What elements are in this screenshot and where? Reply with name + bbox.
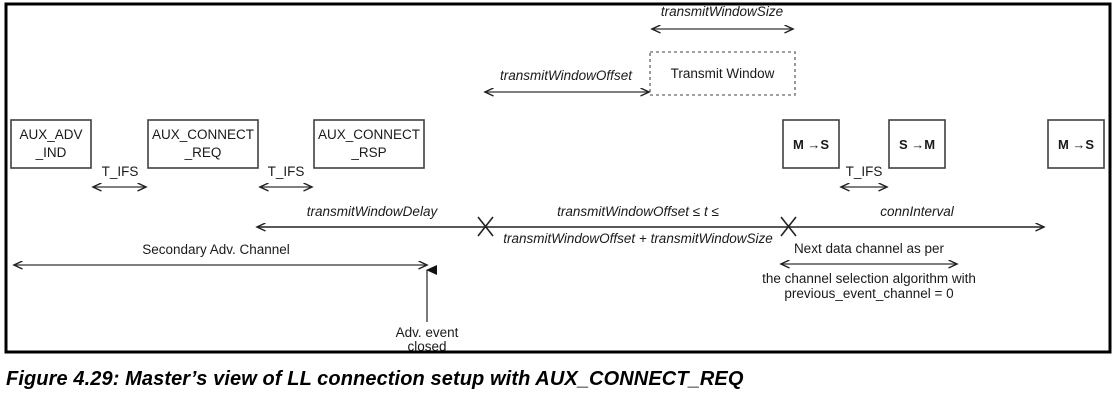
transmit-window-label: Transmit Window (671, 66, 775, 81)
window-range-label-line2: transmitWindowOffset + transmitWindowSiz… (503, 231, 772, 246)
packet-slave-to-master: S →M (888, 119, 946, 169)
transmit-window-size-label: transmitWindowSize (661, 4, 783, 19)
adv-event-closed-line2: closed (407, 339, 446, 354)
next-channel-line1: Next data channel as per (794, 241, 945, 256)
figure-frame (4, 2, 1112, 354)
t-ifs-measure-2: T_IFS (260, 164, 312, 187)
conn-interval-label: connInterval (880, 204, 955, 219)
secondary-adv-channel-measure: Secondary Adv. Channel (14, 242, 427, 265)
t-ifs-measure-1: T_IFS (93, 164, 146, 187)
packet-label-line1: AUX_CONNECT (152, 127, 254, 142)
packet-box (1047, 119, 1105, 169)
t-ifs-measure-3: T_IFS (841, 164, 887, 187)
next-channel-line3: previous_event_channel = 0 (784, 286, 953, 301)
packet-box (782, 119, 840, 169)
packet-label-line2: _RSP (350, 145, 386, 160)
transmit-window-box (649, 51, 796, 96)
packet-box (888, 119, 946, 169)
packet-label-line1: M →S (793, 137, 829, 152)
t-ifs-label: T_IFS (268, 164, 305, 179)
packet-boxes-row: AUX_ADV _IND AUX_CONNECT _REQ AUX_CONNEC… (10, 119, 1105, 169)
timeline-crossing-1 (477, 216, 494, 237)
packet-label-line1: S →M (899, 137, 935, 152)
timeline-crossing-2 (780, 216, 797, 237)
transmit-window-offset-measure: transmitWindowOffset (485, 68, 649, 92)
adv-event-closed-line1: Adv. event (396, 325, 459, 340)
transmit-window-size-measure: transmitWindowSize (652, 4, 793, 29)
packet-box (10, 119, 92, 169)
adv-event-closed-callout: Adv. event closed (396, 265, 459, 354)
main-timeline: transmitWindowDelay transmitWindowOffset… (257, 204, 1044, 246)
connection-setup-diagram: transmitWindowSize Transmit Window trans… (4, 2, 1112, 354)
packet-label-line1: AUX_ADV (19, 127, 82, 142)
figure-caption: Figure 4.29: Master’s view of LL connect… (6, 368, 744, 390)
packet-box (313, 119, 425, 169)
next-channel-line2: the channel selection algorithm with (762, 271, 976, 286)
packet-master-to-slave-2: M →S (1047, 119, 1105, 169)
packet-box (147, 119, 259, 169)
packet-label-line2: _REQ (184, 145, 222, 160)
packet-master-to-slave-1: M →S (782, 119, 840, 169)
packet-label-line2: _IND (35, 145, 67, 160)
secondary-adv-channel-label: Secondary Adv. Channel (142, 242, 290, 257)
packet-aux-connect-rsp: AUX_CONNECT _RSP (313, 119, 425, 169)
window-range-label-line1: transmitWindowOffset ≤ t ≤ (557, 204, 719, 219)
t-ifs-label: T_IFS (102, 164, 139, 179)
packet-label-line1: AUX_CONNECT (318, 127, 420, 142)
t-ifs-label: T_IFS (846, 164, 883, 179)
packet-aux-adv-ind: AUX_ADV _IND (10, 119, 92, 169)
transmit-window-delay-label: transmitWindowDelay (307, 204, 439, 219)
packet-aux-connect-req: AUX_CONNECT _REQ (147, 119, 259, 169)
transmit-window-offset-label: transmitWindowOffset (500, 68, 633, 83)
transmit-window-group: Transmit Window (649, 51, 796, 96)
next-data-channel-annotation: Next data channel as per the channel sel… (762, 241, 976, 301)
packet-label-line1: M →S (1058, 137, 1094, 152)
